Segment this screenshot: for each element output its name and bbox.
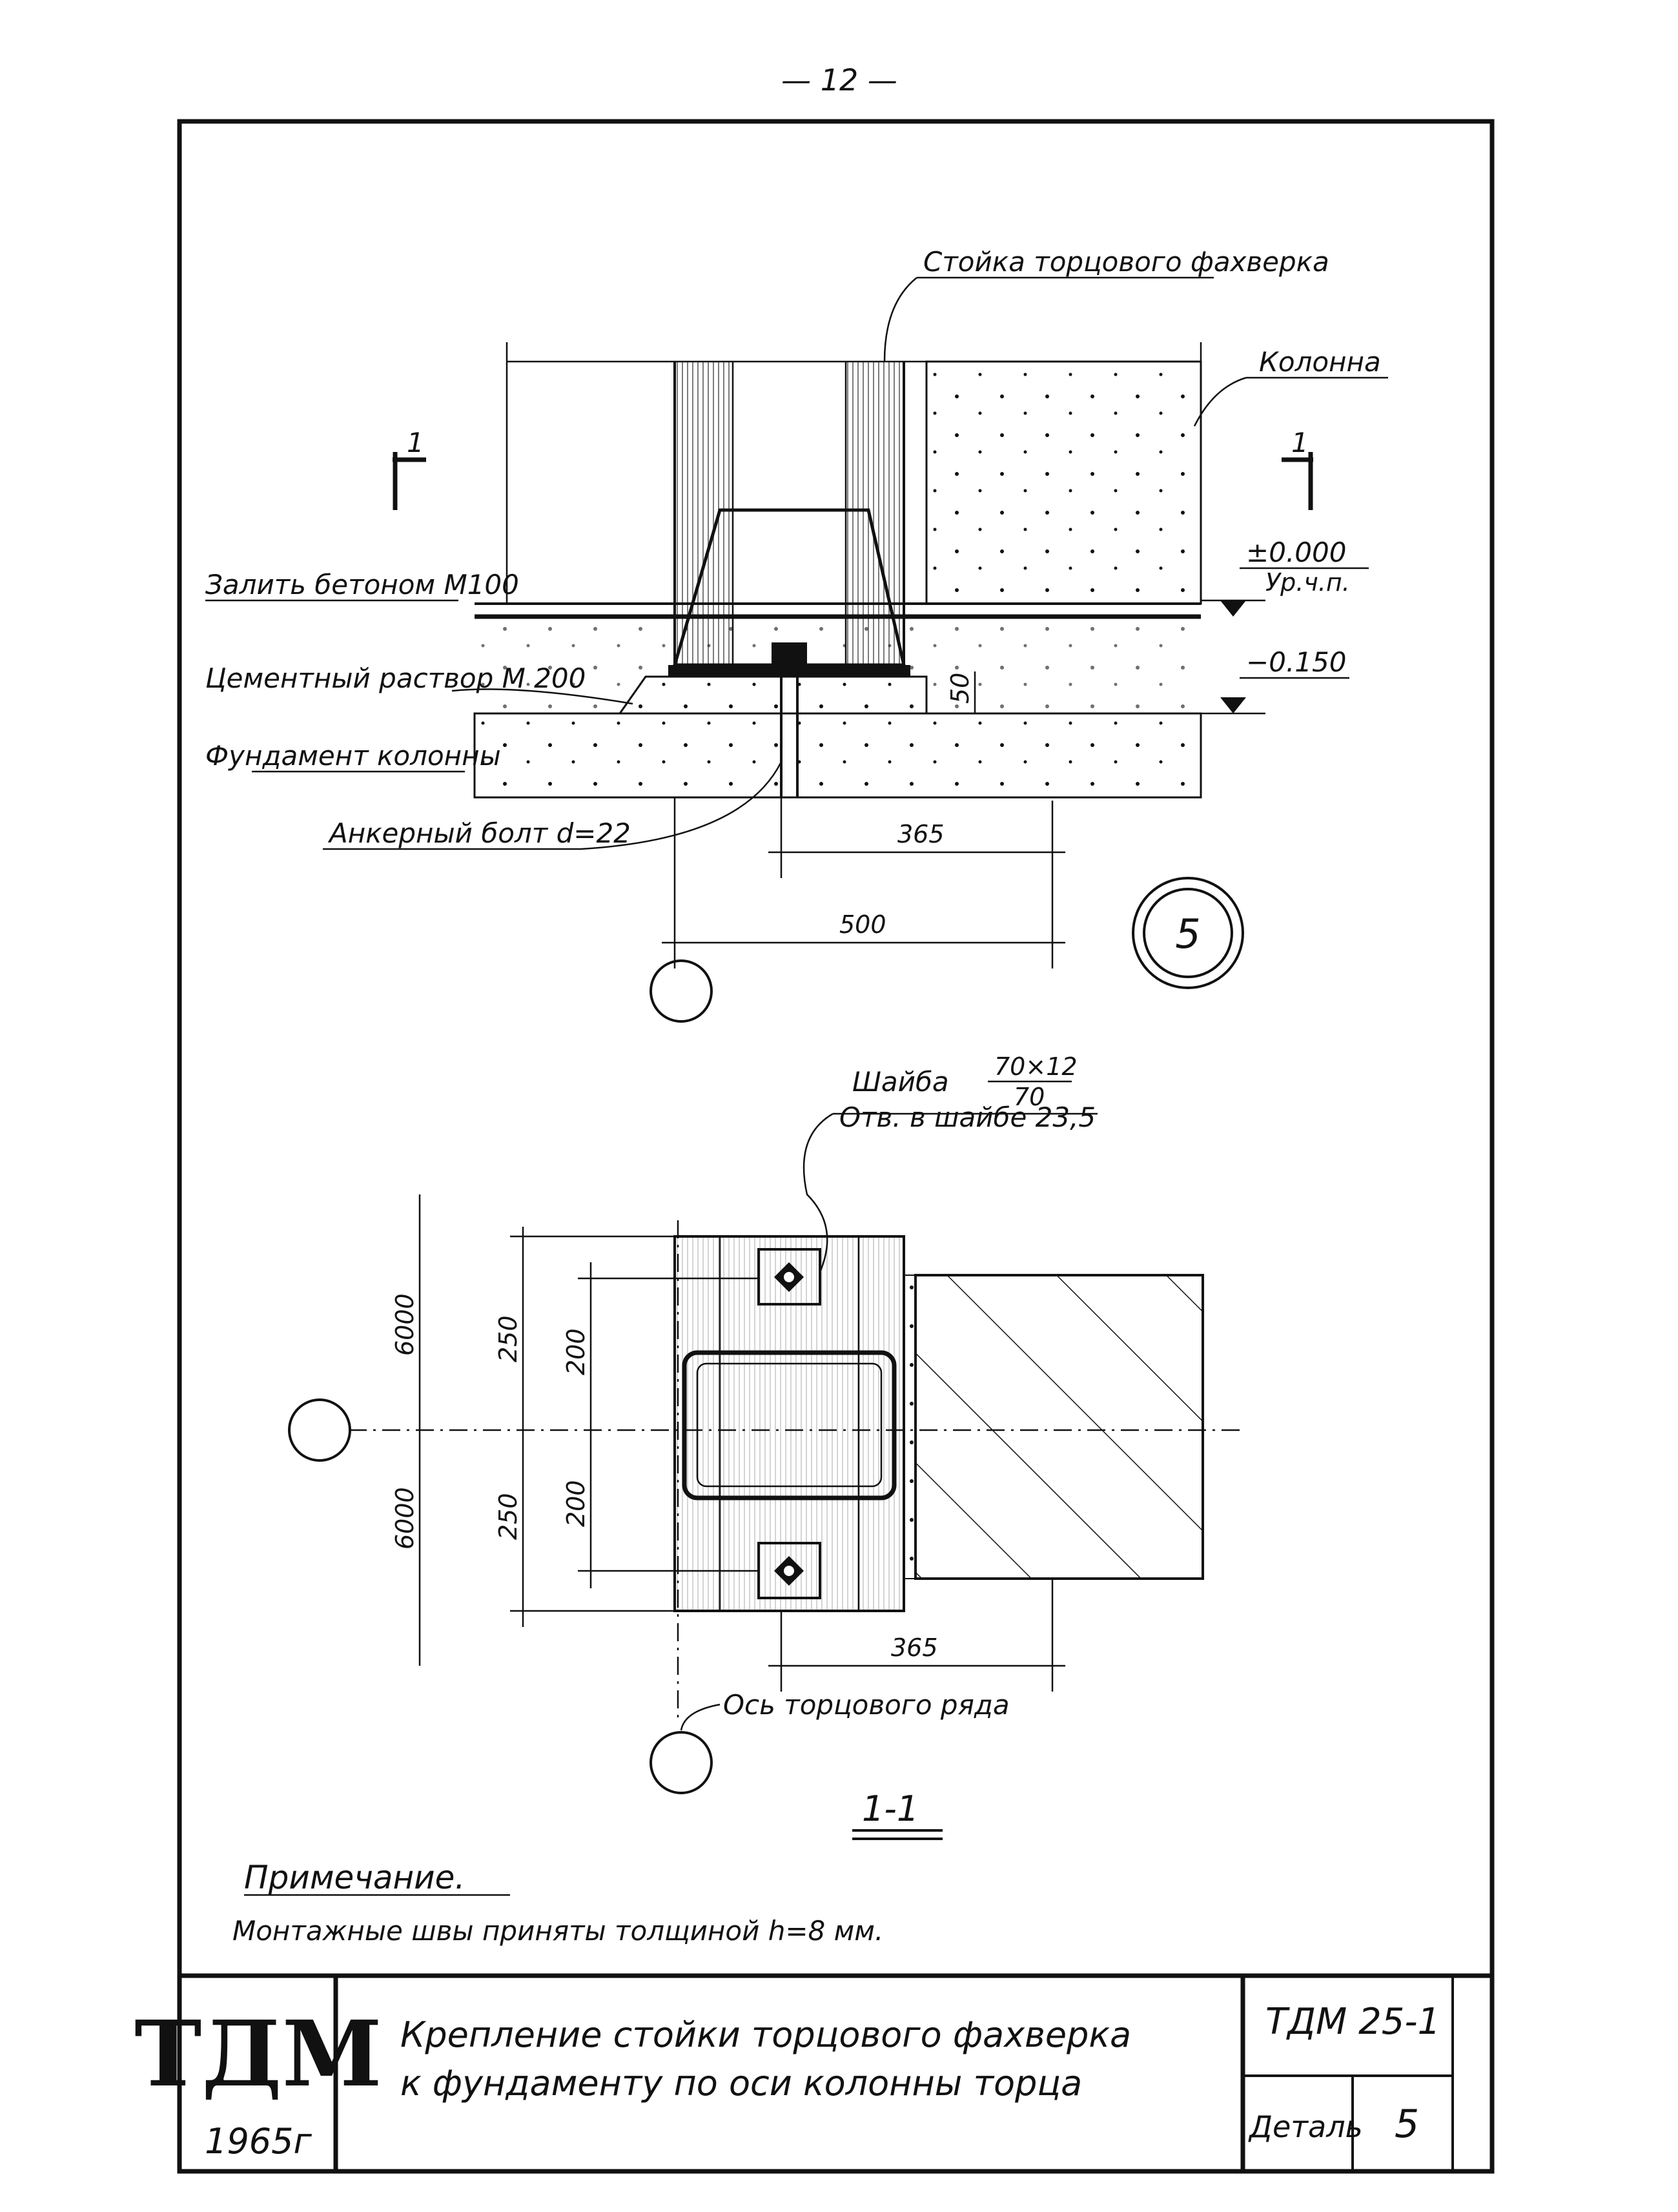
label-mortar: Цементный раствор М 200 [205, 662, 586, 694]
washer-hole: Отв. в шайбе 23,5 [839, 1101, 1096, 1133]
page-number: — 12 — [781, 63, 897, 97]
detail-circle-outer [1132, 877, 1244, 989]
washer-top [757, 1248, 821, 1306]
title-block: ТДМ 1965г Крепление стойки торцового фах… [134, 1973, 1492, 2171]
dim-50: 50 [946, 673, 974, 704]
dim-6000-bottom: 6000 [391, 1487, 419, 1550]
dim-500: 500 [839, 910, 886, 939]
washer-size-top: 70×12 [994, 1052, 1078, 1081]
label-fill: Залить бетоном М100 [205, 569, 519, 600]
title-line1: Крепление стойки торцового фахверка [400, 2014, 1131, 2055]
drawing-frame [177, 119, 1495, 2174]
dim-6000-top: 6000 [391, 1293, 419, 1356]
dim-200-top: 200 [562, 1328, 590, 1375]
detail-label: Деталь [1248, 2109, 1363, 2144]
title-detail-number: 5 [1395, 2102, 1419, 2147]
washer-size-bottom: 70 [1014, 1083, 1045, 1111]
axis-bubble-plan-bottom [650, 1731, 713, 1794]
label-foundation: Фундамент колонны [205, 740, 501, 772]
foundation-block [473, 712, 1202, 799]
axis-label: Ось торцового ряда [723, 1689, 1010, 1721]
level-top-note: Ур.ч.п. [1265, 568, 1350, 597]
title-line2: к фундаменту по оси колонны торца [400, 2063, 1082, 2104]
label-post: Стойка торцового фахверка [923, 246, 1329, 278]
tube-section [682, 1350, 897, 1500]
level-top: ±0.000 [1246, 537, 1346, 568]
label-anchor: Анкерный болт d=22 [327, 817, 631, 849]
plan-view: Шайба 70×12 70 Отв. в шайбе 23,5 [288, 1052, 1246, 1840]
dim-250-top: 250 [494, 1315, 522, 1362]
note-heading: Примечание. [244, 1859, 465, 1896]
axis-bubble-plan-left [288, 1398, 351, 1462]
level-bottom: −0.150 [1246, 646, 1346, 678]
elevation-view: 1 1 Стойка торцового фахверка Колонна За… [205, 246, 1388, 1023]
title-year: 1965г [205, 2121, 312, 2162]
dim-250-bottom: 250 [494, 1493, 522, 1540]
dim-365-plan: 365 [891, 1633, 938, 1662]
section-mark-left-label: 1 [407, 427, 424, 458]
column-body [925, 360, 1202, 605]
logo: ТДМ [134, 2002, 382, 2107]
washer-label: Шайба [852, 1066, 949, 1098]
detail-number: 5 [1175, 910, 1200, 958]
drawing-code: ТДМ 25-1 [1265, 2001, 1440, 2043]
mortar-pad [618, 675, 928, 715]
dim-200-bottom: 200 [562, 1480, 590, 1527]
dim-365-elev: 365 [897, 820, 945, 848]
note-text: Монтажные швы приняты толщиной h=8 мм. [232, 1915, 883, 1947]
section-mark-right-label: 1 [1291, 427, 1309, 458]
column-plan-hatched [914, 1274, 1204, 1580]
detail-circle-inner [1143, 888, 1233, 978]
label-column: Колонна [1259, 346, 1381, 378]
axis-bubble-elevation [650, 959, 713, 1023]
section-title: 1-1 [862, 1788, 919, 1829]
